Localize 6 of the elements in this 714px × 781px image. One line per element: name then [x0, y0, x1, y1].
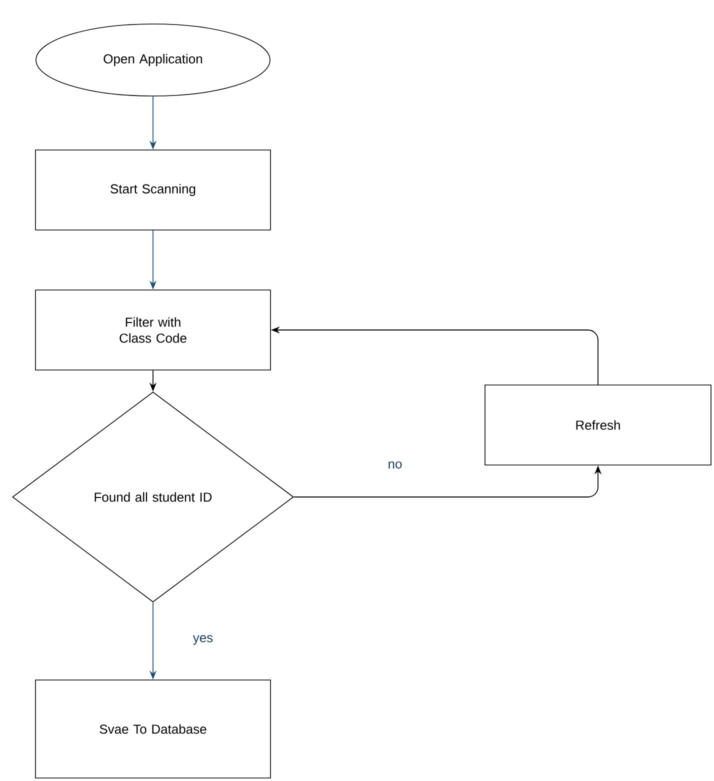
- process-box: Svae To Database: [35, 680, 271, 778]
- process-box: Refresh: [484, 384, 712, 466]
- process-box: Filter with Class Code: [35, 290, 271, 370]
- edge-label: no: [386, 460, 404, 470]
- process-box: Start Scanning: [35, 150, 271, 230]
- edge-label: yes: [192, 634, 214, 646]
